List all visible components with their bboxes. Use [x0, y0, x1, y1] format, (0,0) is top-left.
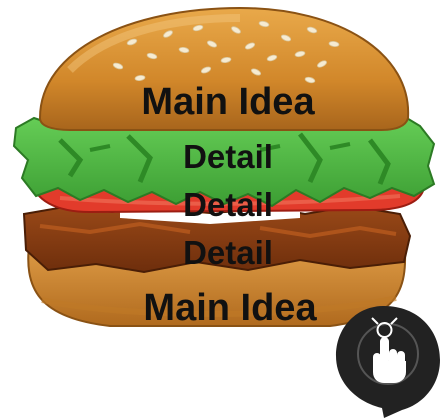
bottom-bun-label: Main Idea: [143, 287, 317, 329]
lettuce-label: Detail: [183, 138, 273, 175]
tap-badge[interactable]: [336, 306, 440, 418]
tomato-label: Detail: [183, 186, 273, 223]
top-bun-label: Main Idea: [141, 81, 315, 123]
patty-label: Detail: [183, 234, 273, 271]
